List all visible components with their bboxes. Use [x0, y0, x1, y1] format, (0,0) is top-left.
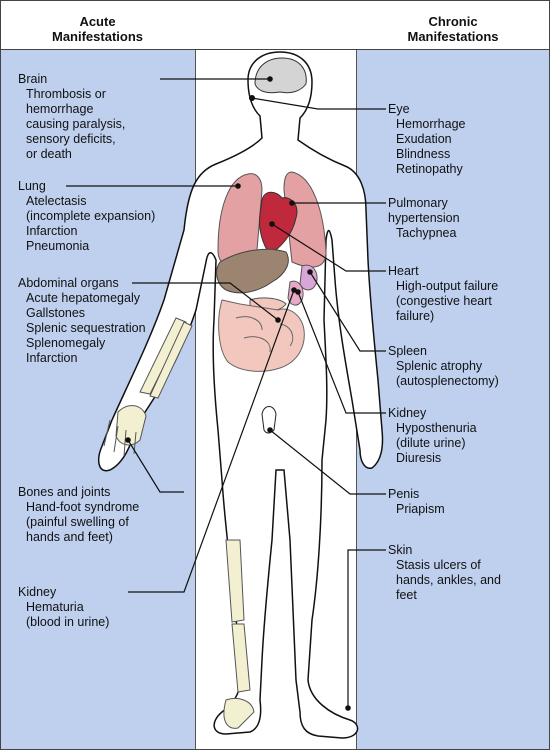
leader-brain: [160, 76, 273, 82]
label-detail: hands, ankles, and: [396, 573, 501, 587]
leader-spleen: [307, 269, 386, 352]
acute-bones-joints: Bones and joints Hand-foot syndrome (pai…: [18, 485, 139, 545]
brain: [254, 57, 307, 94]
label-title: Brain: [18, 72, 48, 86]
label-detail: Infarction: [26, 351, 78, 365]
chronic-header-text: Chronic Manifestations: [407, 14, 499, 44]
label-detail: feet: [396, 588, 417, 602]
right-lung: [283, 171, 327, 268]
label-detail: Gallstones: [26, 306, 86, 320]
label-detail: Hand-foot syndrome: [26, 500, 140, 514]
header-divider: [0, 49, 550, 50]
leader-kidney-chronic: [295, 289, 386, 414]
leader-eye: [249, 95, 386, 110]
chronic-penis: Penis Priapism: [388, 487, 445, 517]
label-detail: Splenic sequestration: [26, 321, 146, 335]
leader-pulmonary: [289, 200, 386, 206]
label-detail: (congestive heart: [396, 294, 492, 308]
chronic-heart: Heart High-output failure (congestive he…: [388, 264, 498, 324]
chronic-skin: Skin Stasis ulcers of hands, ankles, and…: [388, 543, 501, 603]
label-detail: Thrombosis or: [26, 87, 106, 101]
leader-skin: [345, 549, 386, 711]
label-title: Kidney: [18, 585, 57, 599]
label-detail: Splenomegaly: [26, 336, 106, 350]
label-detail: Hemorrhage: [396, 117, 466, 131]
acute-header-text: Acute Manifestations: [51, 14, 143, 44]
label-detail: hands and feet): [26, 530, 113, 544]
label-detail: (dilute urine): [396, 436, 466, 450]
chronic-pulmonary: Pulmonary hypertension Tachypnea: [388, 196, 460, 241]
hand-bones: [103, 405, 147, 457]
label-detail: hemorrhage: [26, 102, 94, 116]
label-detail: Acute hepatomegaly: [26, 291, 140, 305]
intestines: [218, 299, 305, 372]
arm-bones: [139, 317, 193, 399]
label-detail: Exudation: [396, 132, 452, 146]
penis: [261, 406, 277, 434]
leader-lung: [66, 183, 241, 189]
acute-kidney: Kidney Hematuria (blood in urine): [18, 585, 109, 630]
label-detail: hypertension: [388, 211, 460, 225]
acute-header: Acute Manifestations: [0, 14, 195, 44]
leader-heart: [269, 221, 386, 272]
label-detail: Splenic atrophy: [396, 359, 483, 373]
leader-abdominal: [132, 282, 281, 323]
label-title: Pulmonary: [388, 196, 448, 210]
label-detail: Diuresis: [396, 451, 442, 465]
label-title: Kidney: [388, 406, 427, 420]
label-detail: Atelectasis: [26, 194, 87, 208]
label-title: Heart: [388, 264, 419, 278]
leader-kidney-acute: [128, 287, 297, 593]
label-detail: Tachypnea: [396, 226, 457, 240]
label-title: Abdominal organs: [18, 276, 119, 290]
label-detail: causing paralysis,: [26, 117, 126, 131]
chronic-kidney: Kidney Hyposthenuria (dilute urine) Diur…: [388, 406, 477, 466]
leg-bones: [223, 539, 255, 729]
label-detail: Priapism: [396, 502, 445, 516]
acute-panel: [0, 50, 196, 750]
label-detail: (blood in urine): [26, 615, 110, 629]
chronic-eye: Eye Hemorrhage Exudation Blindness Retin…: [388, 102, 465, 177]
label-detail: Pneumonia: [26, 239, 90, 253]
label-detail: Blindness: [396, 147, 451, 161]
label-detail: Infarction: [26, 224, 78, 238]
chronic-header: Chronic Manifestations: [356, 14, 550, 44]
label-detail: failure): [396, 309, 435, 323]
label-title: Eye: [388, 102, 410, 116]
leader-bones: [125, 437, 184, 493]
label-title: Lung: [18, 179, 46, 193]
label-detail: Retinopathy: [396, 162, 463, 176]
acute-lung: Lung Atelectasis (incomplete expansion) …: [18, 179, 155, 254]
label-detail: or death: [26, 147, 72, 161]
chronic-panel: [356, 50, 550, 750]
acute-abdominal-organs: Abdominal organs Acute hepatomegaly Gall…: [18, 276, 146, 366]
label-detail: sensory deficits,: [26, 132, 116, 146]
label-detail: Hematuria: [26, 600, 84, 614]
label-detail: Hyposthenuria: [396, 421, 477, 435]
label-title: Penis: [388, 487, 420, 501]
heart: [259, 191, 298, 255]
label-detail: (autosplenectomy): [396, 374, 499, 388]
label-title: Bones and joints: [18, 485, 111, 499]
label-title: Skin: [388, 543, 413, 557]
label-detail: (painful swelling of: [26, 515, 129, 529]
label-title: Spleen: [388, 344, 427, 358]
label-detail: Stasis ulcers of: [396, 558, 481, 572]
leader-penis: [267, 427, 386, 495]
acute-brain: Brain Thrombosis or hemorrhage causing p…: [18, 72, 125, 162]
liver: [216, 248, 289, 294]
chronic-spleen: Spleen Splenic atrophy (autosplenectomy): [388, 344, 499, 389]
label-detail: (incomplete expansion): [26, 209, 156, 223]
label-detail: High-output failure: [396, 279, 499, 293]
